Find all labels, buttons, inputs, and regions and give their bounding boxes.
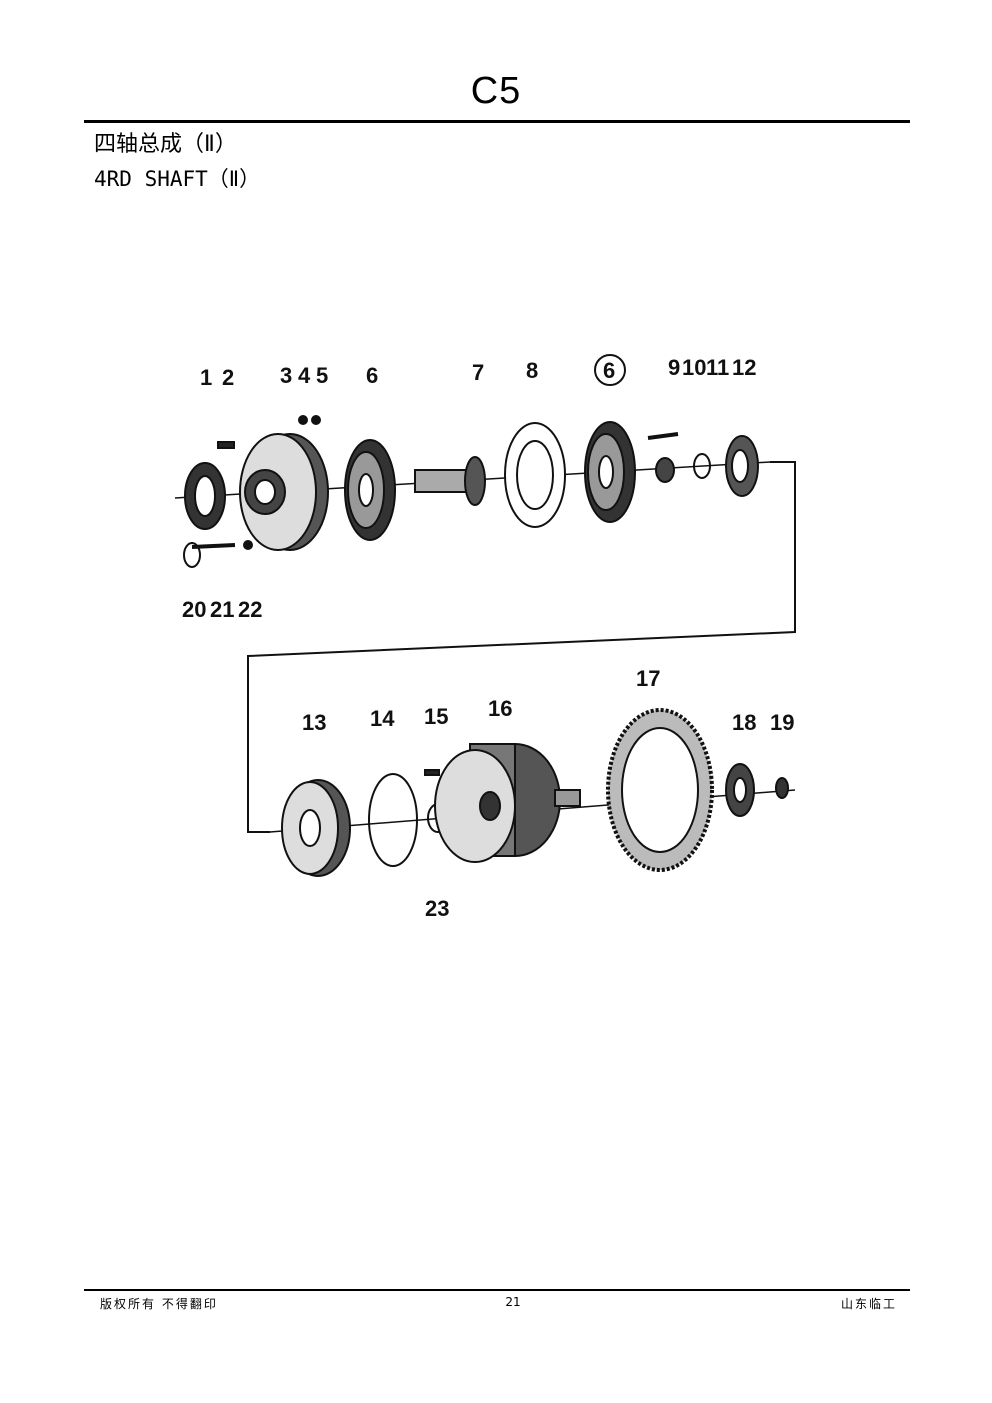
callout-22: 22 (238, 597, 262, 622)
callout-20: 20 (182, 597, 206, 622)
assembly-connector-line (247, 461, 796, 833)
part-6-friction-disc-circled (584, 421, 636, 523)
callout-19: 19 (770, 710, 794, 735)
footer-rule (84, 1289, 910, 1291)
callout-labels: 1 2 3 4 5 6 7 8 6 9 10 11 12 20 21 22 13… (182, 354, 794, 920)
part-9-bolt (647, 432, 679, 440)
part-10-nut (655, 457, 675, 483)
part-7-shaft (414, 456, 486, 506)
part-13-piston (281, 779, 351, 877)
callout-8: 8 (526, 358, 538, 383)
callout-11: 11 (706, 355, 729, 380)
page-code: C5 (470, 70, 522, 112)
title-english: 4RD SHAFT（Ⅱ） (94, 167, 261, 191)
part-19-nut (775, 777, 789, 799)
part-12-cone (725, 435, 759, 497)
part-22-washer (243, 540, 253, 550)
callout-9: 9 (668, 355, 680, 380)
callout-10: 10 (682, 355, 706, 380)
callout-5: 5 (316, 363, 328, 388)
part-8-steel-plate (504, 422, 566, 528)
callout-7: 7 (472, 360, 484, 385)
part-11-snap-ring (693, 453, 711, 479)
callout-14: 14 (370, 706, 395, 731)
callout-13: 13 (302, 710, 326, 735)
part-15-pin (424, 769, 440, 776)
callout-6-circled: 6 (603, 358, 615, 383)
part-16-clutch-drum (434, 743, 581, 863)
part-2-pin (217, 441, 235, 449)
part-14-o-ring (368, 773, 418, 867)
footer-brand: 山东临工 (840, 1297, 897, 1311)
callout-2: 2 (222, 365, 234, 390)
exploded-parts-diagram: 1 2 3 4 5 6 7 8 6 9 10 11 12 20 21 22 13… (174, 354, 796, 920)
part-21-bolt (191, 543, 236, 549)
part-17-ring-gear (606, 708, 714, 872)
title-chinese: 四轴总成（Ⅱ） (94, 132, 237, 157)
callout-12: 12 (732, 355, 756, 380)
part-1-bearing (184, 462, 226, 530)
callout-16: 16 (488, 696, 512, 721)
header-rule (84, 120, 910, 123)
part-6-friction-disc (344, 439, 396, 541)
callout-21: 21 (210, 597, 234, 622)
callout-17: 17 (636, 666, 660, 691)
callout-18: 18 (732, 710, 756, 735)
part-20-lock-wire (183, 542, 201, 568)
part-3-housing (239, 433, 329, 551)
footer-copyright: 版权所有 不得翻印 (100, 1297, 218, 1311)
part-18-bearing (725, 763, 755, 817)
part-4-ball (298, 415, 308, 425)
callout-23: 23 (425, 896, 449, 920)
callout-4: 4 (298, 363, 311, 388)
callout-3: 3 (280, 363, 292, 388)
part-5-ball (311, 415, 321, 425)
callout-1: 1 (200, 365, 212, 390)
callout-6: 6 (366, 363, 378, 388)
callout-15: 15 (424, 704, 448, 729)
footer-page-number: 21 (505, 1295, 521, 1309)
